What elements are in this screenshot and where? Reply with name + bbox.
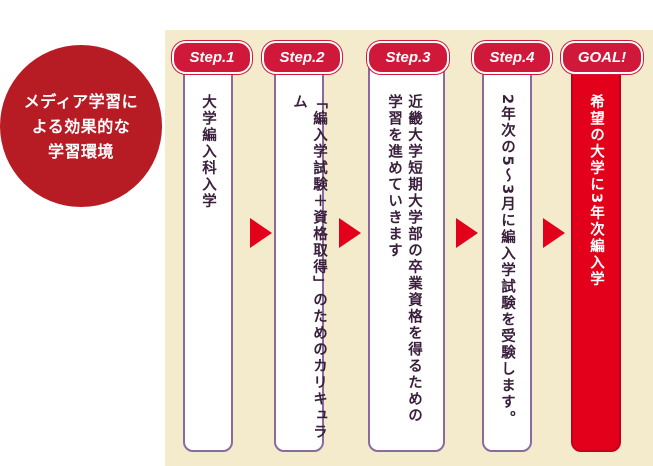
step-1-text: 大学編入科入学 [200,94,216,210]
arrow-right-icon [456,218,478,248]
step-3-panel: 近畿大学短期大学部の卒業資格を得るための 学習を進めていきます [368,58,445,452]
step-2-badge: Step.2 [262,41,342,74]
intro-text: メディア学習に よる効果的な 学習環境 [23,91,139,161]
goal-panel: 希望の大学に3年次編入学 [571,58,621,452]
goal-badge: GOAL! [561,41,643,74]
step-1-panel: 大学編入科入学 [183,58,233,452]
step-4-badge: Step.4 [472,41,552,74]
arrow-right-icon [543,218,565,248]
step-2-text: 「編入学試験＋資格取得」のためのカリキュラム [291,94,327,441]
arrow-right-icon [339,218,361,248]
goal-text: 希望の大学に3年次編入学 [588,94,604,288]
step-4-panel: 2年次の5～3月に編入学試験を受験します。 [482,58,532,452]
step-2-panel: 「編入学試験＋資格取得」のためのカリキュラム [274,58,327,452]
step-3-text: 近畿大学短期大学部の卒業資格を得るための 学習を進めていきます [386,94,422,424]
intro-circle: メディア学習に よる効果的な 学習環境 [0,45,162,207]
arrow-right-icon [250,218,272,248]
step-3-badge: Step.3 [367,41,449,74]
step-4-text: 2年次の5～3月に編入学試験を受験します。 [499,94,515,428]
step-1-badge: Step.1 [172,41,252,74]
